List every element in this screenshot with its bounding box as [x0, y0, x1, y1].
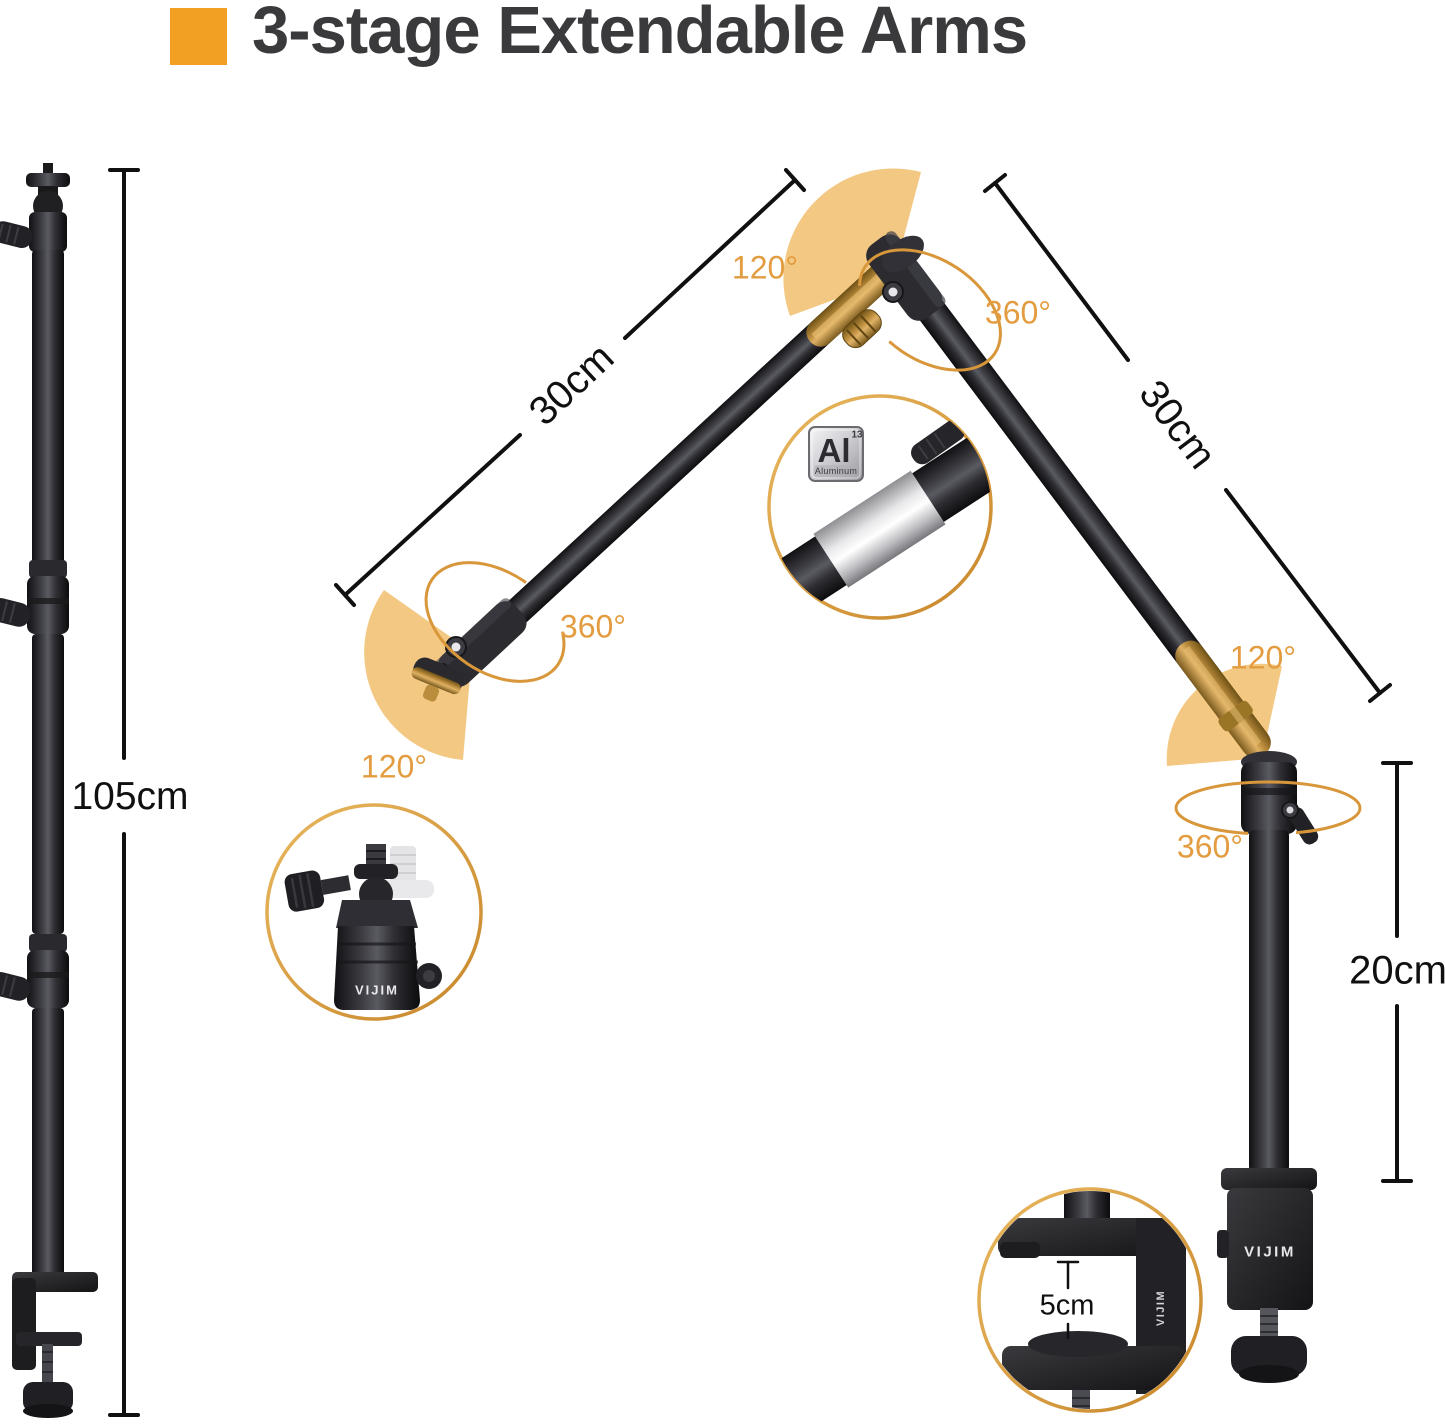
dimension-line-clamp-opening — [1056, 1260, 1080, 1340]
dimension-line-105cm — [108, 168, 140, 1417]
aluminum-callout — [767, 394, 993, 620]
pole-lock-lever-mid — [0, 597, 31, 627]
title-accent-square — [170, 8, 227, 65]
base-assembly — [1217, 751, 1319, 1383]
aluminum-badge — [808, 426, 864, 482]
clamp-knob — [1231, 1336, 1307, 1376]
dimension-line-riser — [1381, 761, 1413, 1183]
arm-segment-left — [468, 252, 907, 659]
dim-label-riser: 20cm — [1349, 948, 1445, 993]
pole-joint-2 — [27, 950, 69, 1008]
elbow-hinge-screw — [451, 642, 461, 652]
pole-tube-3 — [32, 1008, 64, 1276]
brand-logo-clamp: VIJIM — [1244, 1243, 1296, 1261]
base-swivel-head — [1241, 762, 1297, 834]
arm-segment-right — [887, 256, 1268, 754]
angle-label-elbow-swivel: 360° — [559, 608, 627, 645]
angle-label-apex-tilt: 120° — [731, 249, 799, 286]
dimension-line-arm-left — [334, 168, 806, 607]
angle-label-base-swivel: 360° — [1176, 828, 1244, 865]
pole-lock-lever-top — [0, 221, 33, 249]
callout-clamp-pad — [1028, 1331, 1128, 1357]
aluminum-name: Aluminum — [814, 466, 858, 476]
extended-pole-figure — [0, 163, 98, 1418]
page-title: 3-stage Extendable Arms — [252, 0, 1028, 68]
callout-clamp-bottom-jaw — [1002, 1346, 1186, 1390]
ballhead-callout — [265, 803, 483, 1021]
base-swivel-arc — [1174, 780, 1362, 836]
aluminum-symbol: Al — [817, 432, 851, 469]
dimension-line-arm-right — [983, 173, 1392, 703]
pole-tube-2 — [32, 634, 64, 934]
pole-joint-1 — [27, 576, 69, 634]
apex-swivel-arc — [858, 248, 1002, 372]
dim-label-clamp-opening: 5cm — [1039, 1289, 1095, 1322]
clamp-callout — [977, 1187, 1203, 1413]
riser-pole — [1249, 830, 1289, 1172]
angle-label-base-tilt: 120° — [1229, 639, 1297, 676]
main-desk-clamp — [1217, 1168, 1317, 1383]
elbow-knob — [411, 657, 464, 702]
pole-tube-1 — [32, 250, 64, 566]
dim-label-pole-total: 105cm — [71, 775, 189, 818]
swivel-arcs — [424, 248, 1362, 836]
aluminum-atomic-number: 13 — [851, 429, 863, 441]
pole-desk-clamp — [12, 1272, 98, 1418]
ballhead-knob — [284, 870, 351, 912]
pole-top-knurled-disc — [26, 173, 70, 187]
elbow-swivel-arc — [424, 561, 566, 683]
angle-label-elbow-tilt: 120° — [360, 748, 428, 785]
brand-logo-clamp-callout: VIJIM — [1155, 1289, 1167, 1327]
aluminum-core — [813, 470, 946, 588]
ballhead-body — [334, 926, 420, 1010]
angle-label-apex-swivel: 360° — [984, 294, 1052, 331]
arm-right-bronze-end — [1175, 640, 1271, 758]
brand-logo-ballhead: VIJIM — [355, 982, 399, 998]
apex-hinge-screw — [888, 287, 898, 297]
pole-lock-lever-bottom — [0, 971, 31, 1001]
callout-pole-stub — [1064, 1191, 1110, 1222]
tube-lock-lever — [911, 419, 965, 465]
apex-gold-knob — [842, 309, 882, 349]
